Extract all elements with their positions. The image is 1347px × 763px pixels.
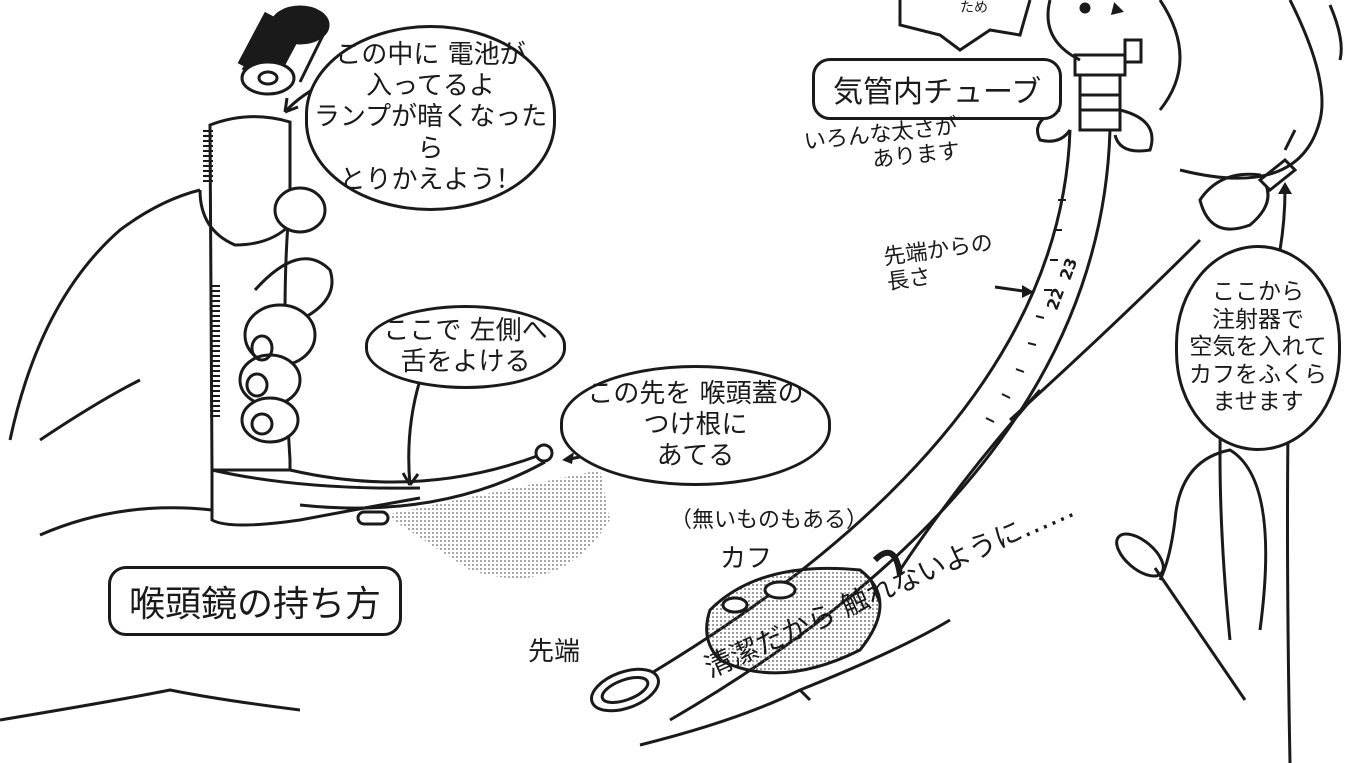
tongue-note: ここで 左側へ 舌をよける	[383, 315, 548, 377]
hand	[8, 186, 401, 592]
tip-note-bubble: この先を 喉頭蓋の つけ根に あてる	[560, 365, 831, 486]
light-beam	[385, 470, 610, 579]
battery-note: この中に 電池が 入ってるよ ランプが暗くなったら とりかえよう！	[313, 40, 548, 195]
cuff-label: カフ	[720, 544, 773, 574]
cuff-optional-note: （無いものもある）	[670, 508, 869, 533]
table-edge	[0, 688, 301, 722]
tip-label: 先端	[528, 637, 581, 667]
doll-head	[1036, 0, 1343, 180]
syringe-note: ここから 注射器で 空気を入れて カフをふくら ませます	[1189, 279, 1327, 416]
doll-speech-bubble	[898, 0, 1032, 52]
clean-zone-bracket	[639, 618, 951, 747]
pilot-balloon	[1198, 129, 1298, 231]
syringe-arrow	[1278, 189, 1287, 251]
syringe-note-bubble: ここから 注射器で 空気を入れて カフをふくら ませます	[1175, 245, 1341, 451]
tongue-arrow	[407, 379, 422, 486]
tongue-note-bubble: ここで 左側へ 舌をよける	[365, 305, 566, 389]
endotracheal-tube	[590, 53, 1202, 722]
tip-note: この先を 喉頭蓋の つけ根に あてる	[587, 378, 804, 472]
tube-scale-ticks	[985, 199, 1066, 423]
laryngoscope-title: 喉頭鏡の持ち方	[108, 566, 403, 636]
laryngoscope-blade	[289, 443, 554, 526]
battery-note-bubble: この中に 電池が 入ってるよ ランプが暗くなったら とりかえよう！	[305, 25, 556, 211]
tube-title: 気管内チューブ	[812, 58, 1063, 120]
battery-icon	[237, 5, 330, 96]
doll-speech: ため	[960, 0, 988, 16]
